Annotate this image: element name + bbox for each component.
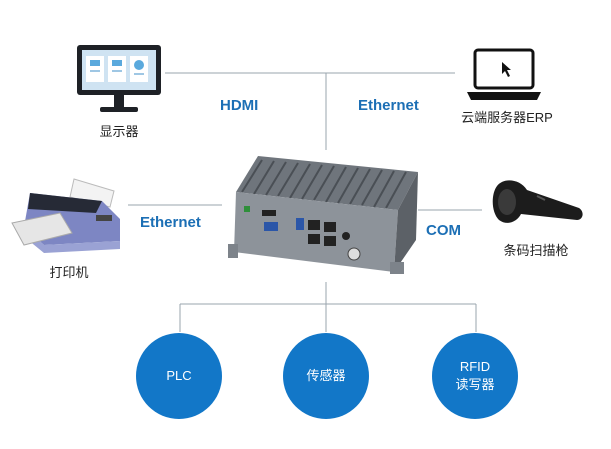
hdmi-label: HDMI (220, 97, 259, 114)
rfid-node-line2: 读写器 (455, 377, 495, 392)
monitor-icon (77, 45, 161, 112)
scanner-label: 条码扫描枪 (503, 243, 569, 258)
ethernet-top-label: Ethernet (358, 97, 419, 114)
barcode-scanner-icon (492, 180, 583, 223)
com-label: COM (426, 222, 461, 239)
printer-label: 打印机 (49, 265, 89, 280)
industrial-pc-icon (228, 156, 418, 274)
rfid-node-line1: RFID (459, 359, 491, 374)
plc-node-label: PLC (166, 368, 192, 383)
monitor-label: 显示器 (99, 124, 139, 139)
sensor-node: 传感器 (283, 333, 369, 419)
cloud-server-label: 云端服务器ERP (461, 110, 553, 125)
laptop-icon (467, 48, 541, 100)
plc-node: PLC (136, 333, 222, 419)
sensor-node-label: 传感器 (306, 368, 346, 383)
ethernet-left-label: Ethernet (140, 214, 201, 231)
rfid-reader-node: RFID 读写器 (432, 333, 518, 419)
printer-icon (11, 178, 120, 253)
